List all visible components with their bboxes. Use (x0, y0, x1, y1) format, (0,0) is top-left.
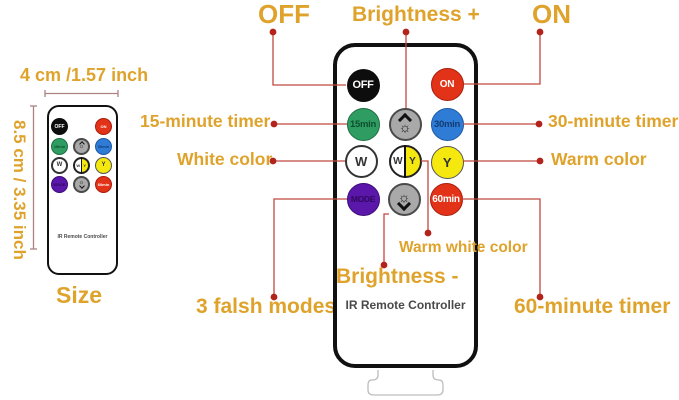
width-measure-line (44, 90, 119, 97)
height-measure-line (30, 105, 37, 250)
brightness-down-button: ☼ (387, 182, 421, 216)
sun-icon: ☼ (78, 180, 85, 186)
label-warm-color: Warm color (551, 149, 647, 169)
label-width-dimension: 4 cm /1.57 inch (20, 65, 149, 85)
warm-color-button: Y (430, 145, 464, 179)
label-white-color: White color (177, 149, 273, 169)
split-divider (404, 144, 406, 178)
chevron-down-icon (78, 183, 85, 189)
small-on-button: ON (95, 118, 112, 135)
split-divider (80, 156, 83, 174)
small-remote-brand-text: IR Remote Controller (57, 234, 108, 240)
off-button: OFF (346, 68, 380, 102)
label-on: ON (532, 0, 571, 29)
label-3-flash-modes: 3 falsh modes (196, 295, 337, 318)
timer-15min-button: 15min (346, 107, 380, 141)
label-brightness-minus: Brightness - (336, 265, 459, 288)
small-warm-white-button: W Y (73, 156, 90, 174)
brightness-up-button: ☼ (388, 107, 422, 141)
timer-30min-button: 30min (430, 107, 464, 141)
split-white-label: W (76, 162, 81, 168)
on-button: ON (430, 67, 464, 101)
small-60min-button: 60min (95, 175, 112, 193)
remote-brand-text: IR Remote Controller (345, 298, 466, 312)
sun-icon: ☼ (78, 144, 85, 150)
label-60-minute-timer: 60-minute timer (514, 295, 671, 318)
callout-dot (270, 120, 278, 128)
callout-dot (402, 28, 410, 36)
split-white-label: W (393, 155, 403, 167)
callout-dot (536, 28, 544, 36)
small-brightness-down-button: ☼ (73, 175, 90, 193)
small-mode-button: MODE (51, 175, 68, 193)
white-color-button: W (344, 144, 378, 178)
warm-white-color-button: W Y (388, 144, 422, 178)
callout-dot (269, 28, 277, 36)
mode-button: MODE (346, 182, 380, 216)
large-remote: OFF ON 15min ☼ 30min W W Y Y MODE ☼ 60mi… (333, 43, 478, 368)
small-brightness-up-button: ☼ (73, 137, 90, 155)
small-white-button: W (51, 156, 68, 174)
small-30min-button: 30min (95, 137, 112, 155)
split-yellow-label: Y (409, 155, 416, 167)
remote-bottom-tab (367, 370, 444, 396)
timer-60min-button: 60min (429, 182, 463, 216)
label-off: OFF (258, 0, 310, 29)
label-warm-white-color: Warm white color (399, 239, 528, 256)
label-brightness-plus: Brightness + (352, 3, 480, 26)
small-remote: OFF ON 15min ☼ 30min W W Y Y MODE ☼ 60mi… (47, 105, 118, 275)
small-15min-button: 15min (51, 137, 68, 155)
sun-icon: ☼ (397, 188, 411, 205)
label-15-minute-timer: 15-minute timer (140, 111, 271, 131)
label-size-caption: Size (56, 282, 103, 308)
callout-dot (536, 157, 544, 165)
sun-icon: ☼ (398, 118, 412, 135)
split-yellow-label: Y (83, 162, 87, 168)
label-height-dimension: 8.5 cm / 3.35 inch (10, 120, 29, 260)
callout-dot (535, 120, 543, 128)
small-off-button: OFF (51, 118, 68, 135)
small-warm-button: Y (95, 156, 112, 174)
label-30-minute-timer: 30-minute timer (548, 111, 679, 131)
